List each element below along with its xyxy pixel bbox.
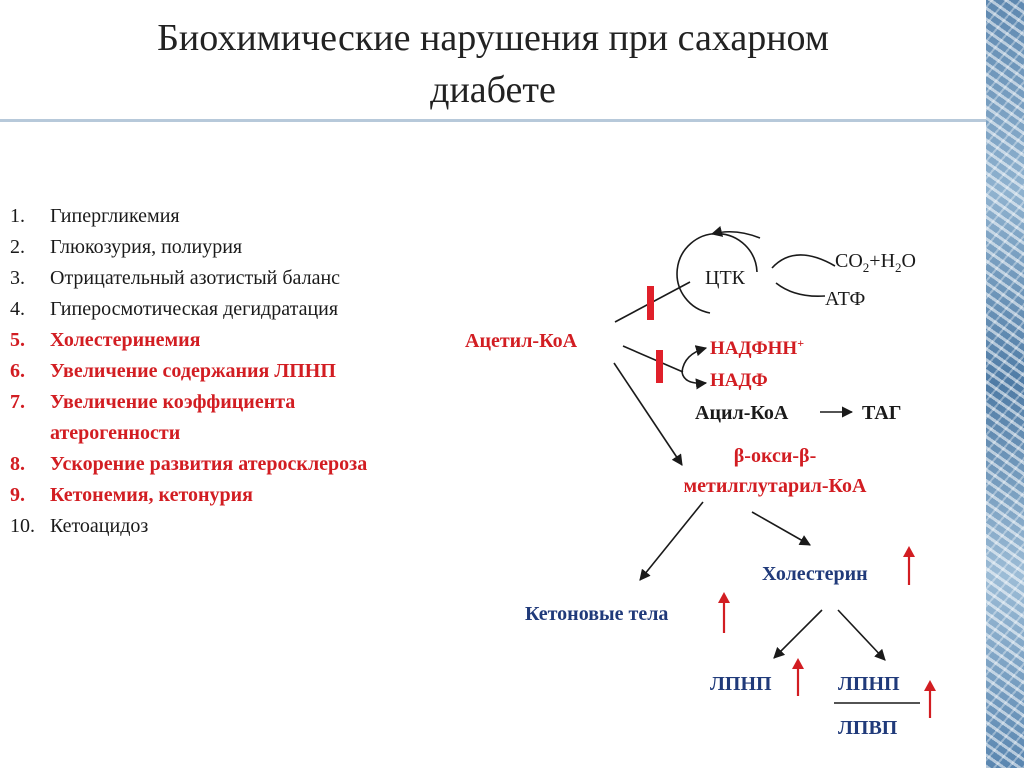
ldl-increase-head <box>792 658 804 669</box>
disorder-item: 7. Увеличение коэффициента <box>10 387 367 418</box>
disorder-item-number: 4. <box>10 298 25 320</box>
disorder-item-text: Ускорение развития атеросклероза <box>50 453 368 475</box>
nadph-block-marker <box>656 350 663 383</box>
cholesterol-increase-head <box>903 546 915 557</box>
disorder-item-text: атерогенности <box>50 422 181 444</box>
ketone-increase-head <box>718 592 730 603</box>
disorder-item: 8. Ускорение развития атеросклероза <box>10 449 367 480</box>
acyl-coa-label: Ацил-КоА <box>695 402 789 424</box>
disorder-item-number: 10. <box>10 515 35 537</box>
disorder-item: 10. Кетоацидоз <box>10 511 367 542</box>
disorder-item: 2. Глюкозурия, полиурия <box>10 232 367 263</box>
disorder-item-text: Увеличение коэффициента <box>50 391 296 413</box>
disorder-item-text: Кетоацидоз <box>50 515 149 537</box>
metabolic-pathway-diagram: ЦТК CO2+H2O АТФ Ацетил-КоА НАДФНН+ НАДФ … <box>465 226 936 739</box>
cholesterol-to-ldl-arrow <box>773 609 823 659</box>
ratio-increase-head <box>924 680 936 691</box>
acetyl-to-nadph-line <box>622 345 684 373</box>
tag-label: ТАГ <box>862 402 902 424</box>
hmg-to-cholesterol-arrow <box>751 511 811 546</box>
acetyl-coa-label: Ацетил-КоА <box>465 330 578 352</box>
tca-return-arrow <box>710 226 761 239</box>
cholesterol-label: Холестерин <box>762 563 868 585</box>
ratio-denominator-label: ЛПВП <box>838 717 898 739</box>
disorder-item-number: 9. <box>10 484 25 506</box>
nadp-arrow <box>681 371 708 390</box>
tca-block-marker <box>647 286 654 320</box>
slide-title: Биохимические нарушения при сахарном диа… <box>0 12 986 116</box>
nadp-label: НАДФ <box>710 370 768 391</box>
cholesterol-to-ratio-arrow <box>837 609 886 661</box>
disorder-item: 9. Кетонемия, кетонурия <box>10 480 367 511</box>
disorder-item-number: 3. <box>10 267 25 289</box>
disorder-item-number: 7. <box>10 391 25 413</box>
disorder-item: 4. Гиперосмотическая дегидратация <box>10 294 367 325</box>
nadph-label: НАДФНН+ <box>710 336 804 359</box>
disorder-item: атерогенности <box>10 418 367 449</box>
disorder-item-text: Гиперосмотическая дегидратация <box>50 298 339 320</box>
disorder-item-text: Кетонемия, кетонурия <box>50 484 253 506</box>
acetyl-to-hmg-arrow <box>613 362 683 466</box>
title-line-1: Биохимические нарушения при сахарном <box>157 17 829 59</box>
nadph-arrow <box>681 345 708 373</box>
ldl-label: ЛПНП <box>710 673 772 695</box>
co2-h2o-label: CO2+H2O <box>835 250 916 275</box>
disorder-item: 5. Холестеринемия <box>10 325 367 356</box>
hmg-coa-label-line1: β-окси-β- <box>734 445 816 467</box>
ketone-bodies-label: Кетоновые тела <box>525 603 668 625</box>
disorder-item-number: 2. <box>10 236 25 258</box>
disorder-item-number: 8. <box>10 453 25 475</box>
tca-label: ЦТК <box>705 267 746 289</box>
ratio-numerator-label: ЛПНП <box>838 673 900 695</box>
disorder-item-number: 6. <box>10 360 25 382</box>
frost-decoration-strip <box>986 0 1024 768</box>
disorder-item-number: 5. <box>10 329 25 351</box>
title-divider <box>0 119 986 122</box>
disorder-item: 1. Гипергликемия <box>10 201 367 232</box>
title-line-2: диабете <box>430 69 556 111</box>
hmg-to-ketones-arrow <box>639 501 704 581</box>
disorder-item-text: Глюкозурия, полиурия <box>50 236 243 258</box>
tca-cycle-arc <box>676 232 758 314</box>
disorders-list: 1. Гипергликемия 2. Глюкозурия, полиурия 3. О… <box>10 201 367 542</box>
disorder-item-text: Увеличение содержания ЛПНП <box>50 360 336 382</box>
disorder-item-text: Гипергликемия <box>50 205 180 227</box>
atp-label: АТФ <box>825 288 865 310</box>
disorder-item-text: Холестеринемия <box>50 329 201 351</box>
atp-branch-curve <box>775 282 826 298</box>
disorder-item-text: Отрицательный азотистый баланс <box>50 267 341 289</box>
disorder-item-number: 1. <box>10 205 25 227</box>
disorder-item: 6. Увеличение содержания ЛПНП <box>10 356 367 387</box>
hmg-coa-label-line2: метилглутарил-КоА <box>684 475 867 497</box>
disorder-item: 3. Отрицательный азотистый баланс <box>10 263 367 294</box>
co2-branch-curve <box>771 254 836 269</box>
